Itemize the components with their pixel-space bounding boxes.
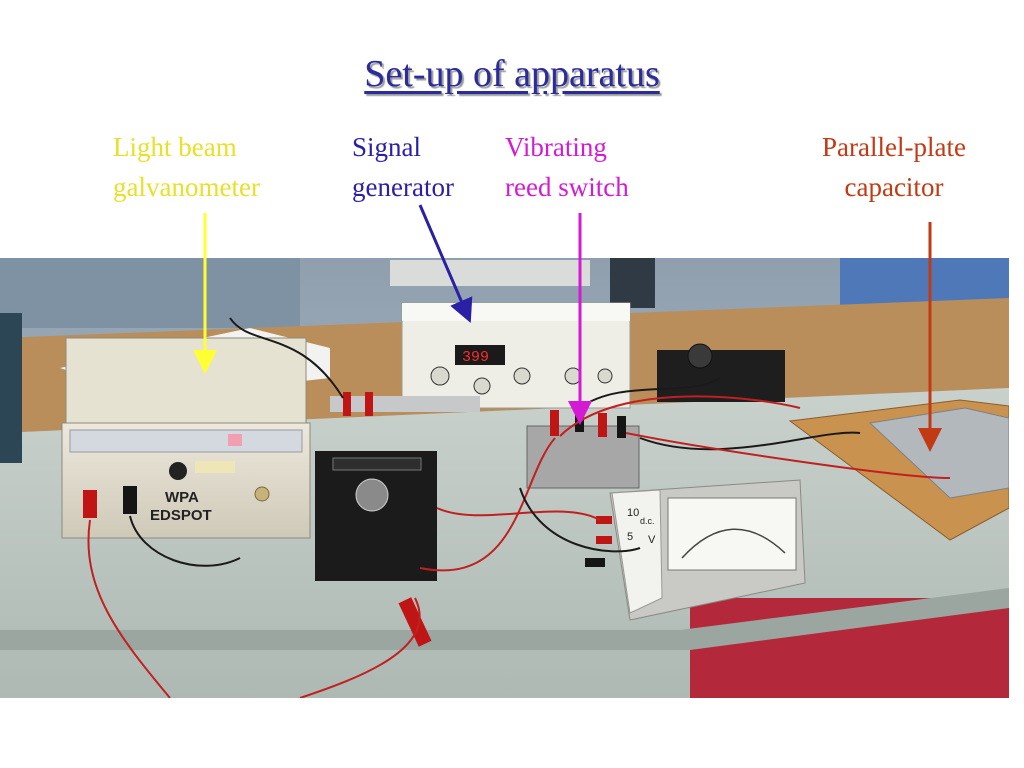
label-vibrating-reed-switch: Vibrating reed switch	[505, 127, 629, 207]
label-line-1: Parallel-plate	[822, 132, 966, 162]
voltmeter-device: 10 d.c. 5 V	[585, 479, 806, 621]
label-light-beam-galvanometer: Light beam galvanometer	[113, 127, 260, 207]
galvanometer-brand: WPA	[165, 489, 199, 506]
label-line-1: Light beam	[113, 132, 237, 162]
label-line-2: capacitor	[844, 172, 944, 202]
meter-scale-v: V	[648, 534, 656, 546]
capacitor-device	[788, 399, 1009, 541]
meter-scale-top: 10	[627, 507, 639, 519]
apparatus-photo: WPA EDSPOT 399 10 d.c	[0, 258, 1009, 698]
decade-box-device	[315, 451, 437, 581]
table-edge	[0, 588, 1009, 650]
wall-panel-left	[0, 258, 300, 328]
galvanometer-model: EDSPOT	[150, 507, 212, 524]
label-line-1: Signal	[352, 132, 422, 162]
signal-display: 399	[462, 349, 489, 366]
label-line-2: galvanometer	[113, 172, 260, 202]
left-dark-box	[0, 313, 22, 463]
label-parallel-plate-capacitor: Parallel-plate capacitor	[822, 127, 966, 207]
page-title: Set-up of apparatus	[364, 53, 660, 95]
signal-generator-device: 399	[401, 302, 631, 409]
red-plug	[398, 597, 432, 647]
meter-scale-mid: 5	[627, 531, 633, 543]
label-line-1: Vibrating	[505, 132, 607, 162]
galvanometer-device: WPA EDSPOT	[61, 337, 311, 539]
wall-sockets	[390, 260, 590, 286]
label-line-2: reed switch	[505, 172, 629, 202]
plug-strip	[330, 396, 480, 412]
meter-scale-unit: d.c.	[640, 516, 655, 526]
dark-unit	[610, 258, 655, 308]
black-box	[657, 350, 785, 402]
label-line-2: generator	[352, 172, 454, 202]
label-signal-generator: Signal generator	[352, 127, 454, 207]
black-box-knob	[687, 343, 713, 369]
